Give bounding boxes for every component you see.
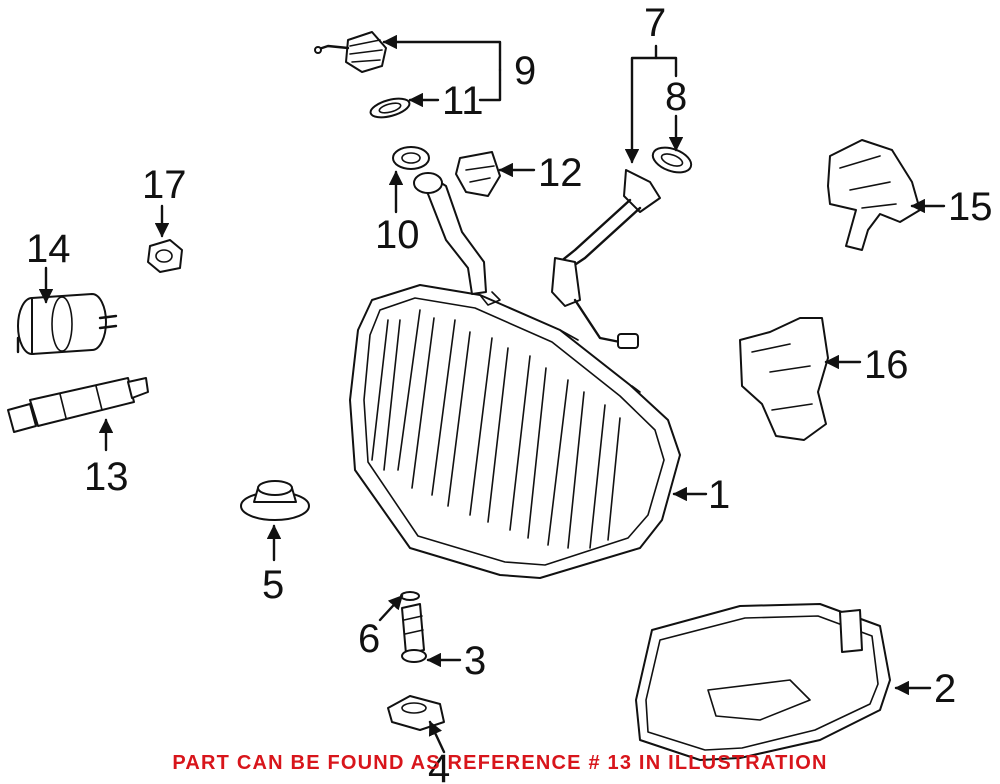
- leader-lines: [38, 34, 946, 754]
- fuel-cap: [314, 31, 387, 73]
- callout-8: 8: [665, 75, 687, 119]
- fuel-tank: [349, 284, 681, 579]
- fuel-pump: [7, 377, 149, 433]
- fuel-filter: [16, 293, 118, 355]
- callout-14: 14: [26, 227, 71, 271]
- vent-valve: [455, 151, 501, 197]
- callout-15: 15: [948, 185, 993, 229]
- callout-1: 1: [708, 473, 730, 517]
- fuel-sender-unit: [551, 169, 661, 349]
- callout-2: 2: [934, 667, 956, 711]
- callout-10: 10: [375, 213, 420, 257]
- filler-neck: [392, 146, 487, 295]
- mounting-bracket-lower: [739, 317, 829, 441]
- sender-gasket: [651, 146, 693, 174]
- callout-5: 5: [262, 563, 284, 607]
- callout-6: 6: [358, 617, 380, 661]
- drain-cap: [240, 480, 310, 521]
- callout-9: 9: [514, 49, 536, 93]
- callout-16: 16: [864, 343, 909, 387]
- o-ring: [400, 591, 420, 601]
- reference-note: PART CAN BE FOUND AS REFERENCE # 13 IN I…: [172, 752, 828, 774]
- cap-seal-ring: [369, 97, 411, 119]
- drain-plug: [401, 603, 427, 663]
- callout-7: 7: [644, 1, 666, 45]
- callout-17: 17: [142, 163, 187, 207]
- plug-retainer: [387, 695, 445, 731]
- callout-4: 4: [428, 747, 450, 784]
- callout-12: 12: [538, 151, 583, 195]
- callout-11: 11: [442, 79, 484, 123]
- callout-3: 3: [464, 639, 486, 683]
- tank-shield: [635, 603, 891, 761]
- mounting-bracket-upper: [827, 139, 921, 251]
- rubber-bushing: [147, 239, 183, 273]
- callout-labels: 1 2 3 4 5 6 7 8 9 10 11 12 13 14 15 16 1…: [26, 1, 993, 784]
- callout-13: 13: [84, 455, 129, 499]
